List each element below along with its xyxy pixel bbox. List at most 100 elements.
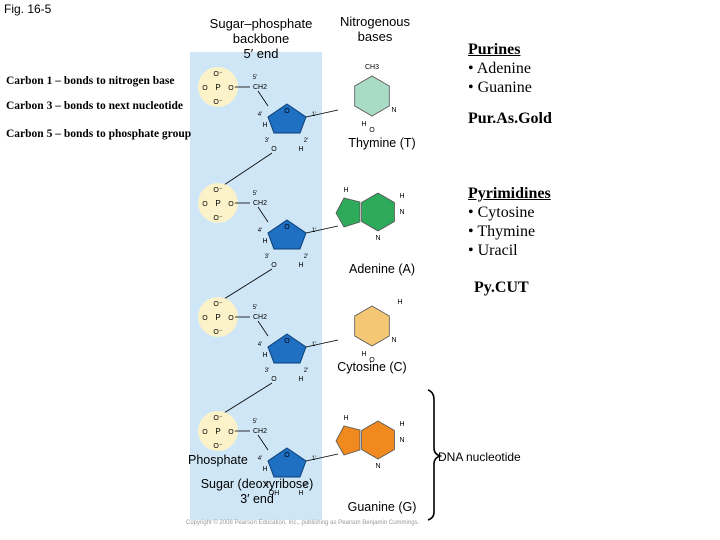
backbone-header-line-3: 5′ end — [243, 46, 279, 61]
ring-nitrogen-label: N — [399, 437, 404, 444]
phosphate-oxygen-left-label: O — [202, 315, 208, 322]
sugar-ring-oxygen-label: O — [284, 108, 290, 115]
sugar-h-label: H — [262, 238, 267, 245]
backbone-header-line-1: Sugar–phosphate — [209, 16, 313, 31]
phosphate-circle — [198, 67, 238, 107]
phosphorus-label: P — [215, 427, 220, 436]
carbon-2-label: 2′ — [304, 482, 309, 488]
purines-item-guanine: • Guanine — [468, 79, 532, 96]
phosphate-oxygen-top-label: O⁻ — [213, 187, 222, 194]
ch2-sugar-bond — [257, 320, 269, 337]
base-name-guanine: Guanine (G) — [347, 500, 417, 514]
amino-h-label: H — [399, 421, 404, 428]
phosphate-oxygen-left-label: O — [202, 85, 208, 92]
phosphorus-label: P — [215, 83, 220, 92]
purine-five-ring — [335, 197, 361, 228]
pyrimidines-item-uracil: • Uracil — [468, 242, 518, 259]
base-classification-notes: Purines • Adenine • Guanine Pur.As.Gold … — [468, 40, 708, 297]
glycosidic-bond — [305, 109, 339, 118]
phosphate-oxygen-bottom-label: O⁻ — [213, 329, 222, 336]
backbone-header: Sugar–phosphate backbone 5′ end — [196, 16, 326, 61]
dna-nucleotide-bracket — [427, 389, 443, 521]
base-h-label: H — [343, 415, 348, 422]
sugar-ring-oxygen-label: O — [284, 338, 290, 345]
sugar-h-label: H — [298, 146, 303, 153]
carbon-5-note: Carbon 5 – bonds to phosphate group — [6, 128, 192, 140]
carbon-3-label: 3′ — [265, 254, 270, 260]
phosphate-oxygen-right-label: O — [228, 315, 234, 322]
purines-title: Purines — [468, 41, 521, 58]
methyl-group-label: CH3 — [365, 64, 379, 71]
carbon-2-label: 2′ — [304, 368, 309, 374]
bases-header-line-2: bases — [357, 29, 393, 44]
sugar-h-label: H — [298, 376, 303, 383]
base-h-label: H — [361, 351, 366, 358]
carbon-1-note: Carbon 1 – bonds to nitrogen base — [6, 75, 175, 87]
pyrimidines-title: Pyrimidines — [468, 185, 551, 202]
ch2-label: CH2 — [253, 84, 267, 91]
base-name-cytosine: Cytosine (C) — [337, 360, 407, 374]
deoxyribose-pentagon — [267, 219, 307, 250]
carbon-5-label: 5′ — [253, 191, 258, 197]
phosphate-oxygen-left-label: O — [202, 201, 208, 208]
sugar-label-line-2: 3′ end — [240, 492, 274, 506]
phosphorus-label: P — [215, 313, 220, 322]
ch2-label: CH2 — [253, 314, 267, 321]
phosphate-circle — [198, 411, 238, 451]
carbon-3-label: 3′ — [265, 368, 270, 374]
base-h-label: H — [361, 121, 366, 128]
phosphate-oxygen-bottom-label: O⁻ — [213, 99, 222, 106]
ring-nitrogen-label: N — [375, 463, 380, 470]
backbone-header-line-2: backbone — [232, 31, 290, 46]
phosphate-oxygen-bottom-label: O⁻ — [213, 443, 222, 450]
dna-nucleotide-label: DNA nucleotide — [438, 450, 521, 464]
phosphate-oxygen-top-label: O⁻ — [213, 71, 222, 78]
purine-six-ring — [361, 420, 395, 460]
carbon-3-label: 3′ — [265, 482, 270, 488]
phosphodiester-bond — [223, 152, 273, 186]
ch2-label: CH2 — [253, 428, 267, 435]
purines-item-adenine: • Adenine — [468, 60, 531, 77]
carbon-4-label: 4′ — [258, 228, 263, 234]
sugar-h-label: H — [298, 490, 303, 497]
ch2-sugar-bond — [257, 434, 269, 451]
deoxyribose-pentagon — [267, 447, 307, 478]
ch2-label: CH2 — [253, 200, 267, 207]
carbon-3-note: Carbon 3 – bonds to next nucleotide — [6, 100, 183, 112]
sugar-label-line-1: Sugar (deoxyribose) — [200, 477, 314, 491]
base-oxygen-label: O — [369, 127, 375, 134]
base-name-adenine: Adenine (A) — [348, 262, 415, 276]
phosphodiester-bond — [223, 268, 273, 300]
sugar-label: Sugar (deoxyribose) 3′ end — [190, 477, 324, 507]
sugar-3-oxygen-label: O — [271, 146, 277, 153]
ring-nitrogen-label: N — [399, 209, 404, 216]
purines-mnemonic: Pur.As.Gold — [468, 110, 552, 127]
purine-six-ring — [361, 192, 395, 232]
phosphate-label: Phosphate — [188, 453, 248, 467]
carbon-3-label: 3′ — [265, 138, 270, 144]
phosphate-circle — [198, 183, 238, 223]
sugar-h-label: H — [262, 352, 267, 359]
glycosidic-bond — [305, 225, 339, 234]
phosphate-oxygen-left-label: O — [202, 429, 208, 436]
phosphate-oxygen-right-label: O — [228, 85, 234, 92]
carbon-5-label: 5′ — [253, 419, 258, 425]
copyright-notice: Copyright © 2008 Pearson Education, Inc.… — [186, 520, 420, 526]
ch2-sugar-bond — [257, 90, 269, 107]
bases-header: Nitrogenous bases — [330, 14, 420, 44]
deoxyribose-pentagon — [267, 103, 307, 134]
amino-h-label: H — [399, 193, 404, 200]
base-name-thymine: Thymine (T) — [348, 136, 416, 150]
pyrimidines-mnemonic: Py.CUT — [474, 279, 529, 296]
sugar-3-oxygen-label: O — [271, 262, 277, 269]
bases-header-line-1: Nitrogenous — [339, 14, 411, 29]
ring-nitrogen-label: N — [391, 337, 396, 344]
figure-label: Fig. 16-5 — [4, 2, 52, 16]
deoxyribose-pentagon — [267, 333, 307, 364]
sugar-ring-oxygen-label: O — [284, 224, 290, 231]
base-h-label: H — [343, 187, 348, 194]
phosphate-circle — [198, 297, 238, 337]
pyrimidine-ring — [354, 305, 390, 347]
phosphate-oxygen-right-label: O — [228, 201, 234, 208]
